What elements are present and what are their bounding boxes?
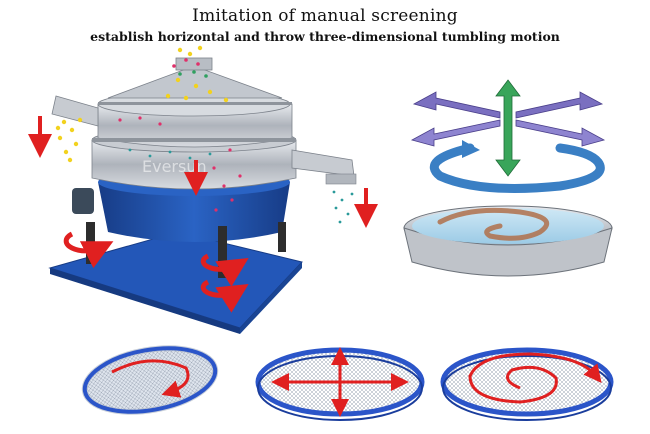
motor bbox=[72, 188, 94, 214]
circular-red-arrow bbox=[111, 359, 190, 398]
screen-dish-water bbox=[412, 208, 604, 244]
page-subtitle: establish horizontal and throw three-dim… bbox=[90, 29, 560, 44]
brand-watermark: Eversun bbox=[142, 157, 207, 176]
machine-blue-body bbox=[98, 182, 290, 242]
rotation-arrow-center-upper bbox=[200, 253, 249, 287]
page-title: Imitation of manual screening bbox=[192, 6, 458, 26]
purple-arrow-left-up bbox=[412, 91, 501, 119]
motion-diagram-spiral bbox=[440, 347, 614, 421]
material-spiral bbox=[437, 207, 550, 241]
motion-diagram-circular bbox=[81, 345, 219, 415]
feed-inlet bbox=[175, 57, 213, 71]
flow-arrows bbox=[28, 116, 378, 313]
motion-diagram-horizontal bbox=[255, 347, 425, 421]
top-cover bbox=[107, 65, 283, 99]
blue-rotation-swirl bbox=[429, 143, 605, 193]
left-discharge-spout bbox=[51, 95, 99, 127]
purple-arrow-right-down bbox=[515, 119, 606, 147]
purple-arrow-left-down bbox=[410, 119, 501, 147]
purple-arrow-right-up bbox=[515, 91, 604, 119]
rotation-arrow-left bbox=[63, 231, 114, 269]
rotation-arrow-center-lower bbox=[200, 279, 249, 313]
particles bbox=[55, 45, 354, 224]
green-vertical-arrow bbox=[495, 79, 521, 177]
vibrating-screen-machine: Eversun bbox=[48, 57, 357, 334]
three-dimensional-motion-diagram bbox=[403, 79, 613, 277]
right-discharge-spout bbox=[291, 149, 355, 177]
spiral-red-arrow bbox=[468, 352, 602, 404]
